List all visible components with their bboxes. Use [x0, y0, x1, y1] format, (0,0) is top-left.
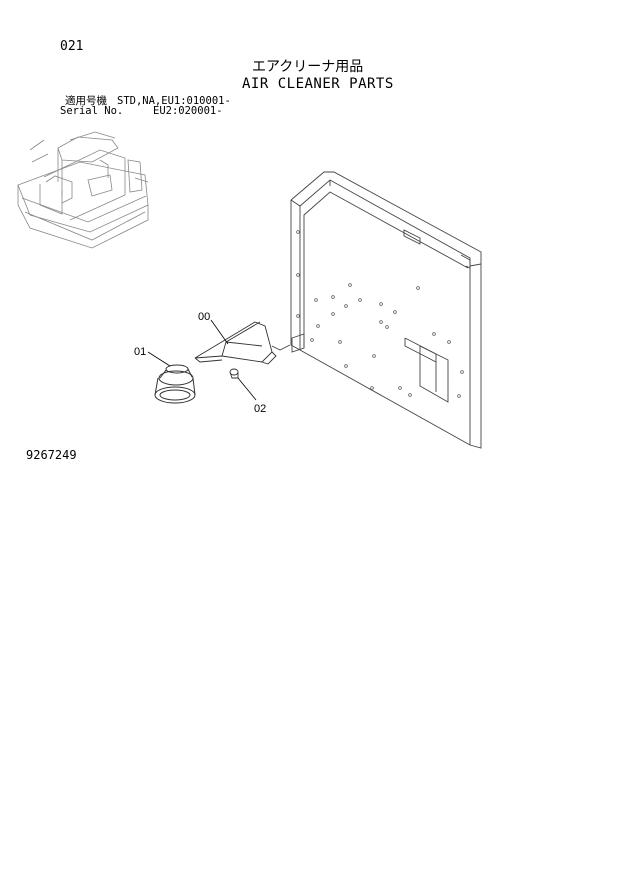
title-japanese: エアクリーナ用品	[252, 59, 364, 75]
panel-holes	[296, 230, 464, 398]
callout-label-02: 02	[254, 403, 266, 415]
figure-number: 9267249	[26, 448, 77, 462]
bolt-part	[229, 368, 239, 379]
callout-label-01: 01	[134, 346, 146, 358]
callout-label-00: 00	[198, 311, 210, 323]
callout-leaders	[147, 319, 257, 401]
mounting-panel	[271, 171, 482, 449]
serial-value-1: STD,NA,EU1:010001-	[117, 95, 231, 107]
excavator-thumbnail	[17, 131, 149, 249]
serial-value-2: EU2:020001-	[153, 105, 223, 117]
air-cleaner-part	[154, 364, 196, 404]
bracket-part	[194, 321, 277, 365]
page-code: 021	[60, 39, 84, 54]
title-english: AIR CLEANER PARTS	[242, 76, 394, 92]
serial-label-japanese: 適用号機	[65, 95, 107, 107]
serial-label-english: Serial No.	[60, 105, 124, 117]
